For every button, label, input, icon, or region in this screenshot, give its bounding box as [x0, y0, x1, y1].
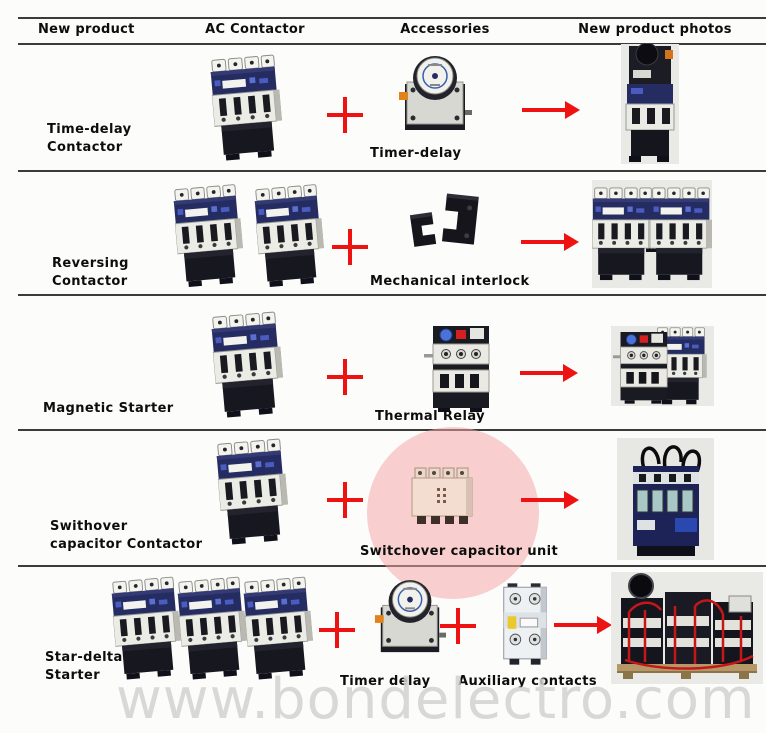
row5-accessory-label: Timer delay [340, 674, 431, 689]
row3-thermal-relay-image [424, 324, 496, 412]
header-new-product-photos: New product photos [578, 22, 732, 37]
row3-ac-contactor-image [210, 310, 287, 420]
row4-name-line1: Swithover [50, 519, 128, 534]
row2-name-line1: Reversing [52, 256, 129, 271]
row3-product-photo [611, 326, 714, 406]
row4-product-photo [617, 438, 714, 560]
row2-mechanical-interlock-image [402, 193, 484, 263]
row5-plus-icon-2 [440, 608, 476, 644]
row5-timer-delay-image [373, 578, 447, 662]
row5-arrow-icon [554, 616, 612, 634]
row2-arrow-icon [521, 233, 579, 251]
row2-ac-contactor-image-2 [253, 180, 328, 291]
row5-name-line2: Starter [45, 668, 101, 683]
row5-accessory2-label: Auxiliary contacts [458, 674, 597, 689]
row2-product-photo [592, 180, 712, 288]
row1-arrow-icon [522, 101, 580, 119]
row5-plus-icon-1 [319, 612, 355, 648]
row3-plus-icon [327, 359, 363, 395]
watermark-text: www.bondelectro.com [116, 667, 756, 732]
row4-switchover-capacitor-unit-image [410, 466, 474, 528]
row-divider-1 [18, 170, 766, 172]
row1-name-line1: Time-delay [47, 122, 132, 137]
row4-plus-icon [327, 482, 363, 518]
row3-arrow-icon [520, 364, 578, 382]
header-bottom-rule [18, 43, 766, 45]
row1-plus-icon [327, 97, 363, 133]
row1-name-line2: Contactor [47, 140, 123, 155]
row1-product-photo [621, 44, 679, 164]
header-new-product: New product [38, 22, 135, 37]
row-divider-3 [18, 429, 766, 431]
header-accessories: Accessories [400, 22, 490, 37]
table-top-rule [18, 17, 766, 19]
row4-accessory-label: Switchover capacitor unit [360, 544, 559, 559]
row4-ac-contactor-image [215, 436, 292, 548]
row2-ac-contactor-image-1 [172, 180, 247, 291]
row4-arrow-icon [521, 491, 579, 509]
row1-accessory-label: Timer-delay [370, 146, 462, 161]
row1-timer-delay-image [397, 54, 473, 140]
row1-ac-contactor-image [209, 52, 286, 164]
row4-name-line2: capacitor Contactor [50, 537, 203, 552]
row2-plus-icon [332, 229, 368, 265]
row-divider-2 [18, 294, 766, 296]
row5-name-line1: Star-delta [45, 650, 123, 665]
header-ac-contactor: AC Contactor [205, 22, 305, 37]
row3-name-line1: Magnetic Starter [43, 401, 174, 416]
row5-auxiliary-contacts-image [496, 580, 556, 668]
row3-accessory-label: Thermal Relay [375, 409, 485, 424]
row2-name-line2: Contactor [52, 274, 128, 289]
row2-accessory-label: Mechanical interlock [370, 274, 530, 289]
